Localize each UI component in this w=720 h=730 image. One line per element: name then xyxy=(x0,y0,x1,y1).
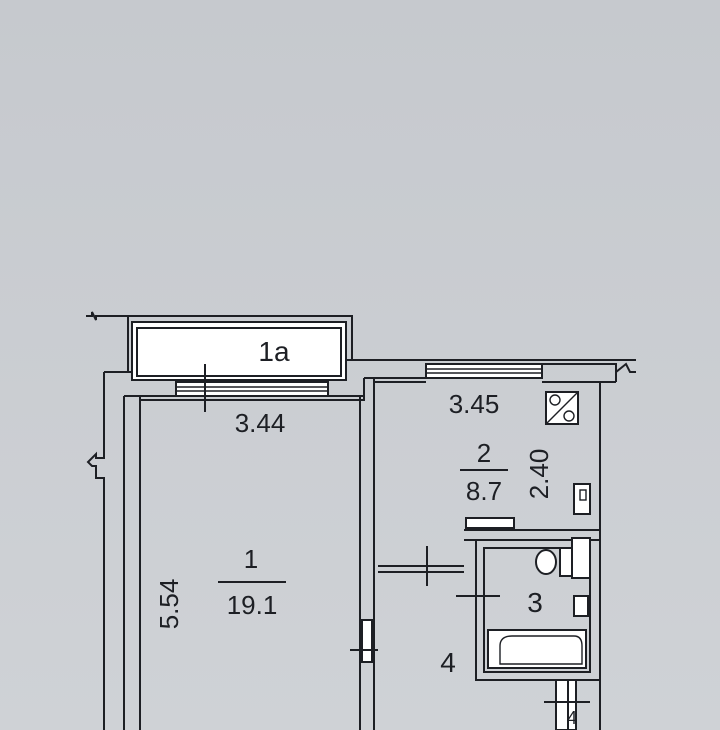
vent-icon xyxy=(465,517,515,529)
room-1-number: 1 xyxy=(244,544,258,574)
room-1-width: 3.44 xyxy=(235,408,286,438)
room-4: 4 xyxy=(440,647,456,678)
room-2-width: 3.45 xyxy=(449,389,500,419)
room-3: 3 4 xyxy=(378,517,600,730)
room-3-number: 3 xyxy=(527,587,543,618)
sink-icon xyxy=(573,483,591,515)
room-2-area: 8.7 xyxy=(466,476,502,506)
exterior-wall xyxy=(86,362,636,730)
stove-icon xyxy=(545,391,579,425)
room-2-length: 2.40 xyxy=(524,449,554,500)
toilet-icon xyxy=(535,547,575,577)
room-1-length: 5.54 xyxy=(154,579,184,630)
room-4-number: 4 xyxy=(440,647,456,678)
room-2-number: 2 xyxy=(477,438,491,468)
cut-label: 4 xyxy=(567,708,577,728)
room-2: 3.45 2 8.7 2.40 xyxy=(449,389,591,515)
room-1-area: 19.1 xyxy=(227,590,278,620)
room-1: 3.44 1 19.1 5.54 xyxy=(154,408,378,663)
washbasin-icon xyxy=(571,537,591,579)
bathtub-icon xyxy=(487,629,587,669)
balcony-label: 1a xyxy=(258,336,290,367)
